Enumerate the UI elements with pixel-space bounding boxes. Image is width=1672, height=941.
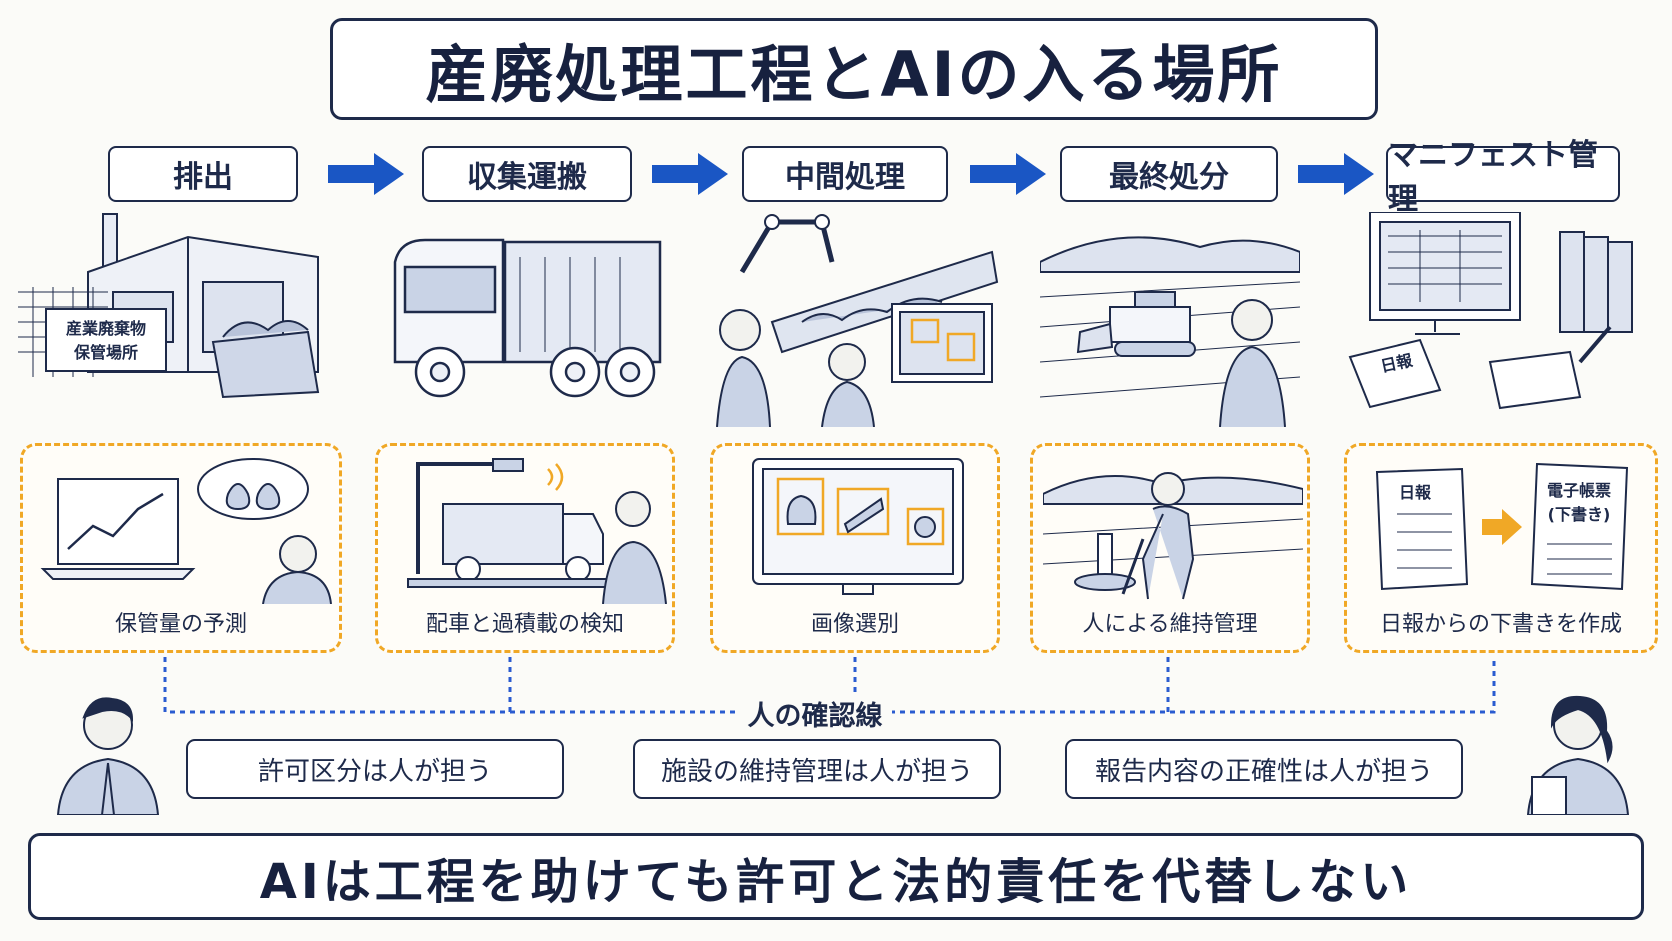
responsibility-facility: 施設の維持管理は人が担う bbox=[633, 739, 1001, 799]
male-supervisor-illustration bbox=[56, 697, 160, 815]
step-label: マニフェスト管理 bbox=[1388, 138, 1598, 217]
truck-scale-icon bbox=[407, 458, 667, 604]
female-clerk-illustration bbox=[1526, 695, 1630, 815]
bottom-message: AIは工程を助けても許可と法的責任を代替しない bbox=[259, 853, 1413, 910]
flow-arrow-icon bbox=[652, 153, 728, 195]
factory-storage-illustration: 産業廃棄物 保管場所 bbox=[18, 213, 320, 399]
ai-point-image-sorting: 画像選別 bbox=[710, 443, 1000, 653]
human-confirmation-label: 人の確認線 bbox=[738, 694, 892, 732]
storage-sign-line2: 保管場所 bbox=[73, 343, 138, 362]
doc-nippo-label: 日報 bbox=[1399, 483, 1432, 502]
flow-arrow-icon bbox=[328, 153, 404, 195]
draft-documents-icon: 日報 電子帳票 (下書き) bbox=[1375, 462, 1629, 591]
step-label: 中間処理 bbox=[785, 160, 905, 195]
storage-sign bbox=[45, 308, 167, 372]
ai-caption: 配車と過積載の検知 bbox=[425, 612, 624, 637]
responsibility-permit: 許可区分は人が担う bbox=[186, 739, 564, 799]
step-chukan-shori: 中間処理 bbox=[742, 146, 948, 202]
step-label: 最終処分 bbox=[1109, 160, 1229, 195]
garbage-truck-illustration bbox=[393, 238, 662, 398]
ai-caption: 保管量の予測 bbox=[114, 612, 247, 637]
flow-arrow-icon bbox=[1298, 153, 1374, 195]
ai-point-forecast: 保管量の予測 bbox=[20, 443, 342, 653]
step-manifest-kanri: マニフェスト管理 bbox=[1386, 138, 1620, 217]
page-title: 産廃処理工程とAIの入る場所 bbox=[425, 38, 1283, 111]
ai-caption: 画像選別 bbox=[810, 612, 899, 637]
ai-caption: 日報からの下書きを作成 bbox=[1379, 612, 1622, 637]
step-saishu-shobun: 最終処分 bbox=[1060, 146, 1278, 202]
ai-point-draft-creation: 日報 電子帳票 (下書き) 日報からの下書きを作成 bbox=[1344, 443, 1658, 653]
forecast-laptop-icon bbox=[40, 458, 332, 604]
step-shushu-unpan: 収集運搬 bbox=[422, 146, 632, 202]
step-label: 収集運搬 bbox=[467, 160, 587, 195]
responsibility-label: 施設の維持管理は人が担う bbox=[660, 756, 973, 787]
sorting-facility-illustration bbox=[716, 214, 999, 427]
title-banner: 産廃処理工程とAIの入る場所 bbox=[330, 18, 1378, 120]
human-confirmation-line bbox=[163, 657, 1496, 714]
ai-point-human-maintenance: 人による維持管理 bbox=[1030, 443, 1310, 653]
responsibility-label: 報告内容の正確性は人が担う bbox=[1094, 756, 1433, 787]
ai-caption: 人による維持管理 bbox=[1082, 612, 1258, 637]
responsibility-report: 報告内容の正確性は人が担う bbox=[1065, 739, 1463, 799]
image-sorting-monitor-icon bbox=[752, 458, 964, 595]
bottom-message-banner: AIは工程を助けても許可と法的責任を代替しない bbox=[28, 833, 1644, 920]
step-haishutsu: 排出 bbox=[108, 146, 298, 202]
doc-draft-label: (下書き) bbox=[1548, 505, 1611, 524]
office-manifest-illustration: 日報 bbox=[1348, 212, 1633, 410]
step-label: 排出 bbox=[173, 160, 233, 195]
ai-point-dispatch: 配車と過積載の検知 bbox=[375, 443, 675, 653]
flow-arrow-icon bbox=[970, 153, 1046, 195]
landfill-illustration bbox=[1040, 236, 1300, 427]
doc-digital-form-label: 電子帳票 bbox=[1547, 481, 1611, 500]
site-inspection-icon bbox=[1043, 472, 1303, 600]
responsibility-label: 許可区分は人が担う bbox=[257, 756, 492, 787]
storage-sign-line1: 産業廃棄物 bbox=[66, 319, 146, 338]
